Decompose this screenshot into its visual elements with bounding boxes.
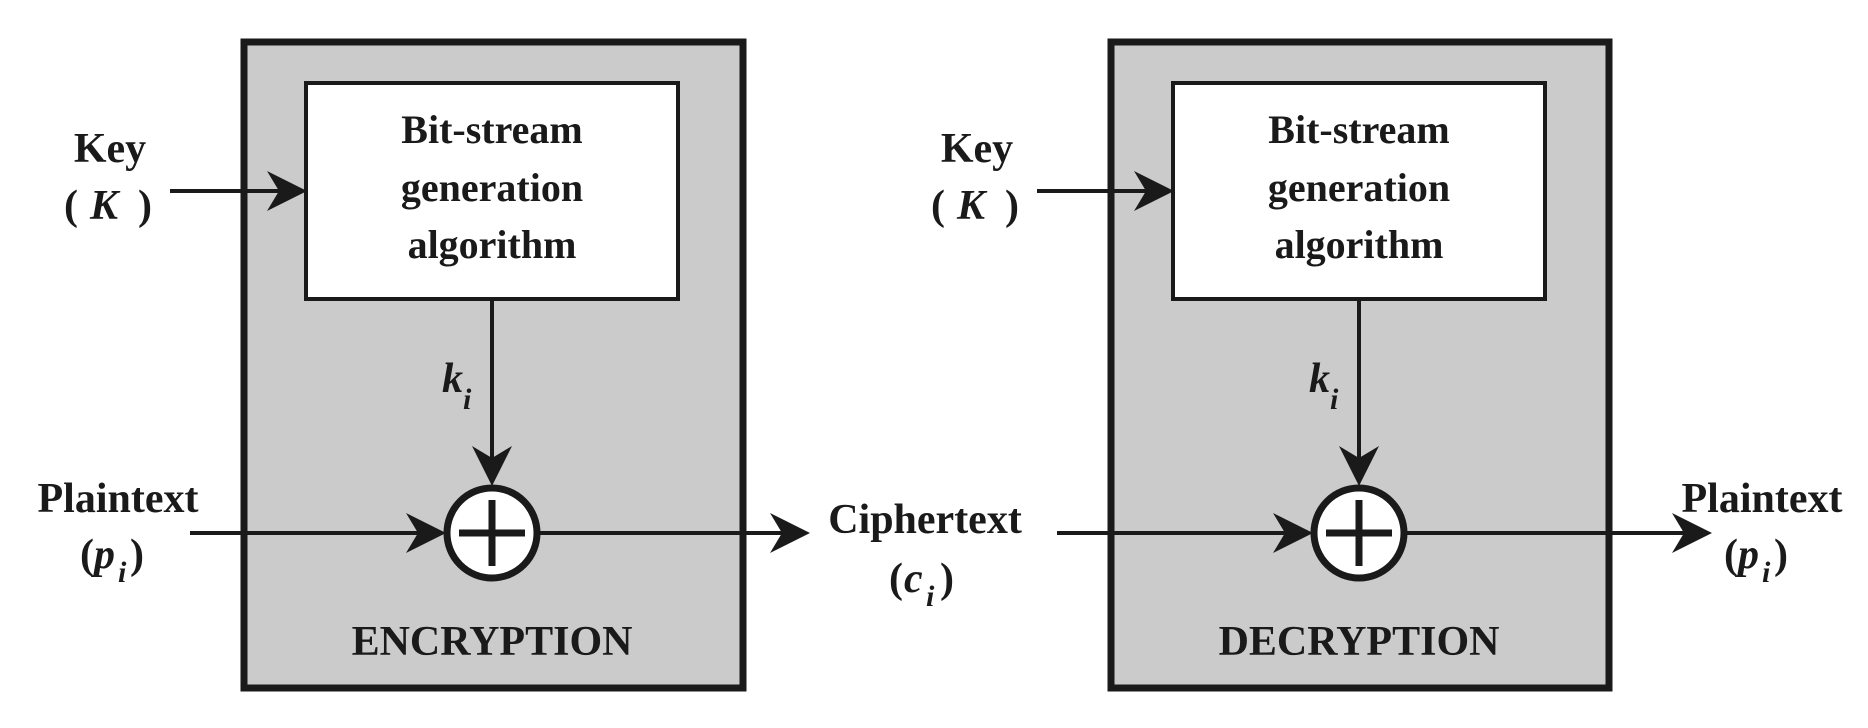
encryption-keystream-subscript: i [463,383,472,416]
encryption-plaintext-paren-close: ) [130,532,144,578]
ciphertext-paren-close: ) [940,556,954,602]
encryption-bitstream-box [304,81,680,301]
decryption-keystream-subscript: i [1330,383,1339,416]
decryption-plaintext-label: Plaintext [1682,476,1843,522]
decryption-bitstream-box [1171,81,1547,301]
ciphertext-symbol: c [904,556,923,602]
ciphertext-subscript: i [926,580,935,613]
decryption-key-symbol: K [956,183,988,229]
decryption-box-line2: generation [1268,165,1450,210]
decryption-key-paren-open: ( [931,183,945,229]
decryption-xor-icon [1310,484,1408,582]
encryption-panel: Bit-stream generation algorithm k i ENCR… [170,38,810,692]
encryption-plaintext-label: Plaintext [38,476,199,522]
decryption-plaintext-subscript: i [1762,556,1771,589]
encryption-plaintext-paren-open: ( [80,532,94,578]
decryption-panel: Bit-stream generation algorithm k i DECR… [1037,38,1712,692]
encryption-plaintext-subscript: i [118,556,127,589]
ciphertext-label: Ciphertext [828,497,1022,543]
decryption-plaintext-paren-close: ) [1774,532,1788,578]
encryption-box-line2: generation [401,165,583,210]
encryption-box-line1: Bit-stream [401,107,582,152]
decryption-keystream-label: k [1309,356,1330,402]
encryption-key-label: Key [74,126,146,172]
encryption-key-symbol: K [89,183,121,229]
encryption-title: ENCRYPTION [352,619,633,665]
decryption-plaintext-paren-open: ( [1724,532,1738,578]
encryption-xor-icon [443,484,541,582]
encryption-key-paren-open: ( [64,183,78,229]
decryption-key-label: Key [941,126,1013,172]
decryption-title: DECRYPTION [1219,619,1500,665]
encryption-key-paren-close: ) [138,183,152,229]
decryption-plaintext-symbol: p [1735,532,1759,578]
encryption-plaintext-symbol: p [91,532,115,578]
decryption-box-line3: algorithm [1275,222,1444,267]
encryption-box-line3: algorithm [408,222,577,267]
decryption-box-line1: Bit-stream [1268,107,1449,152]
encryption-keystream-label: k [442,356,463,402]
decryption-key-paren-close: ) [1005,183,1019,229]
ciphertext-paren-open: ( [889,556,903,602]
